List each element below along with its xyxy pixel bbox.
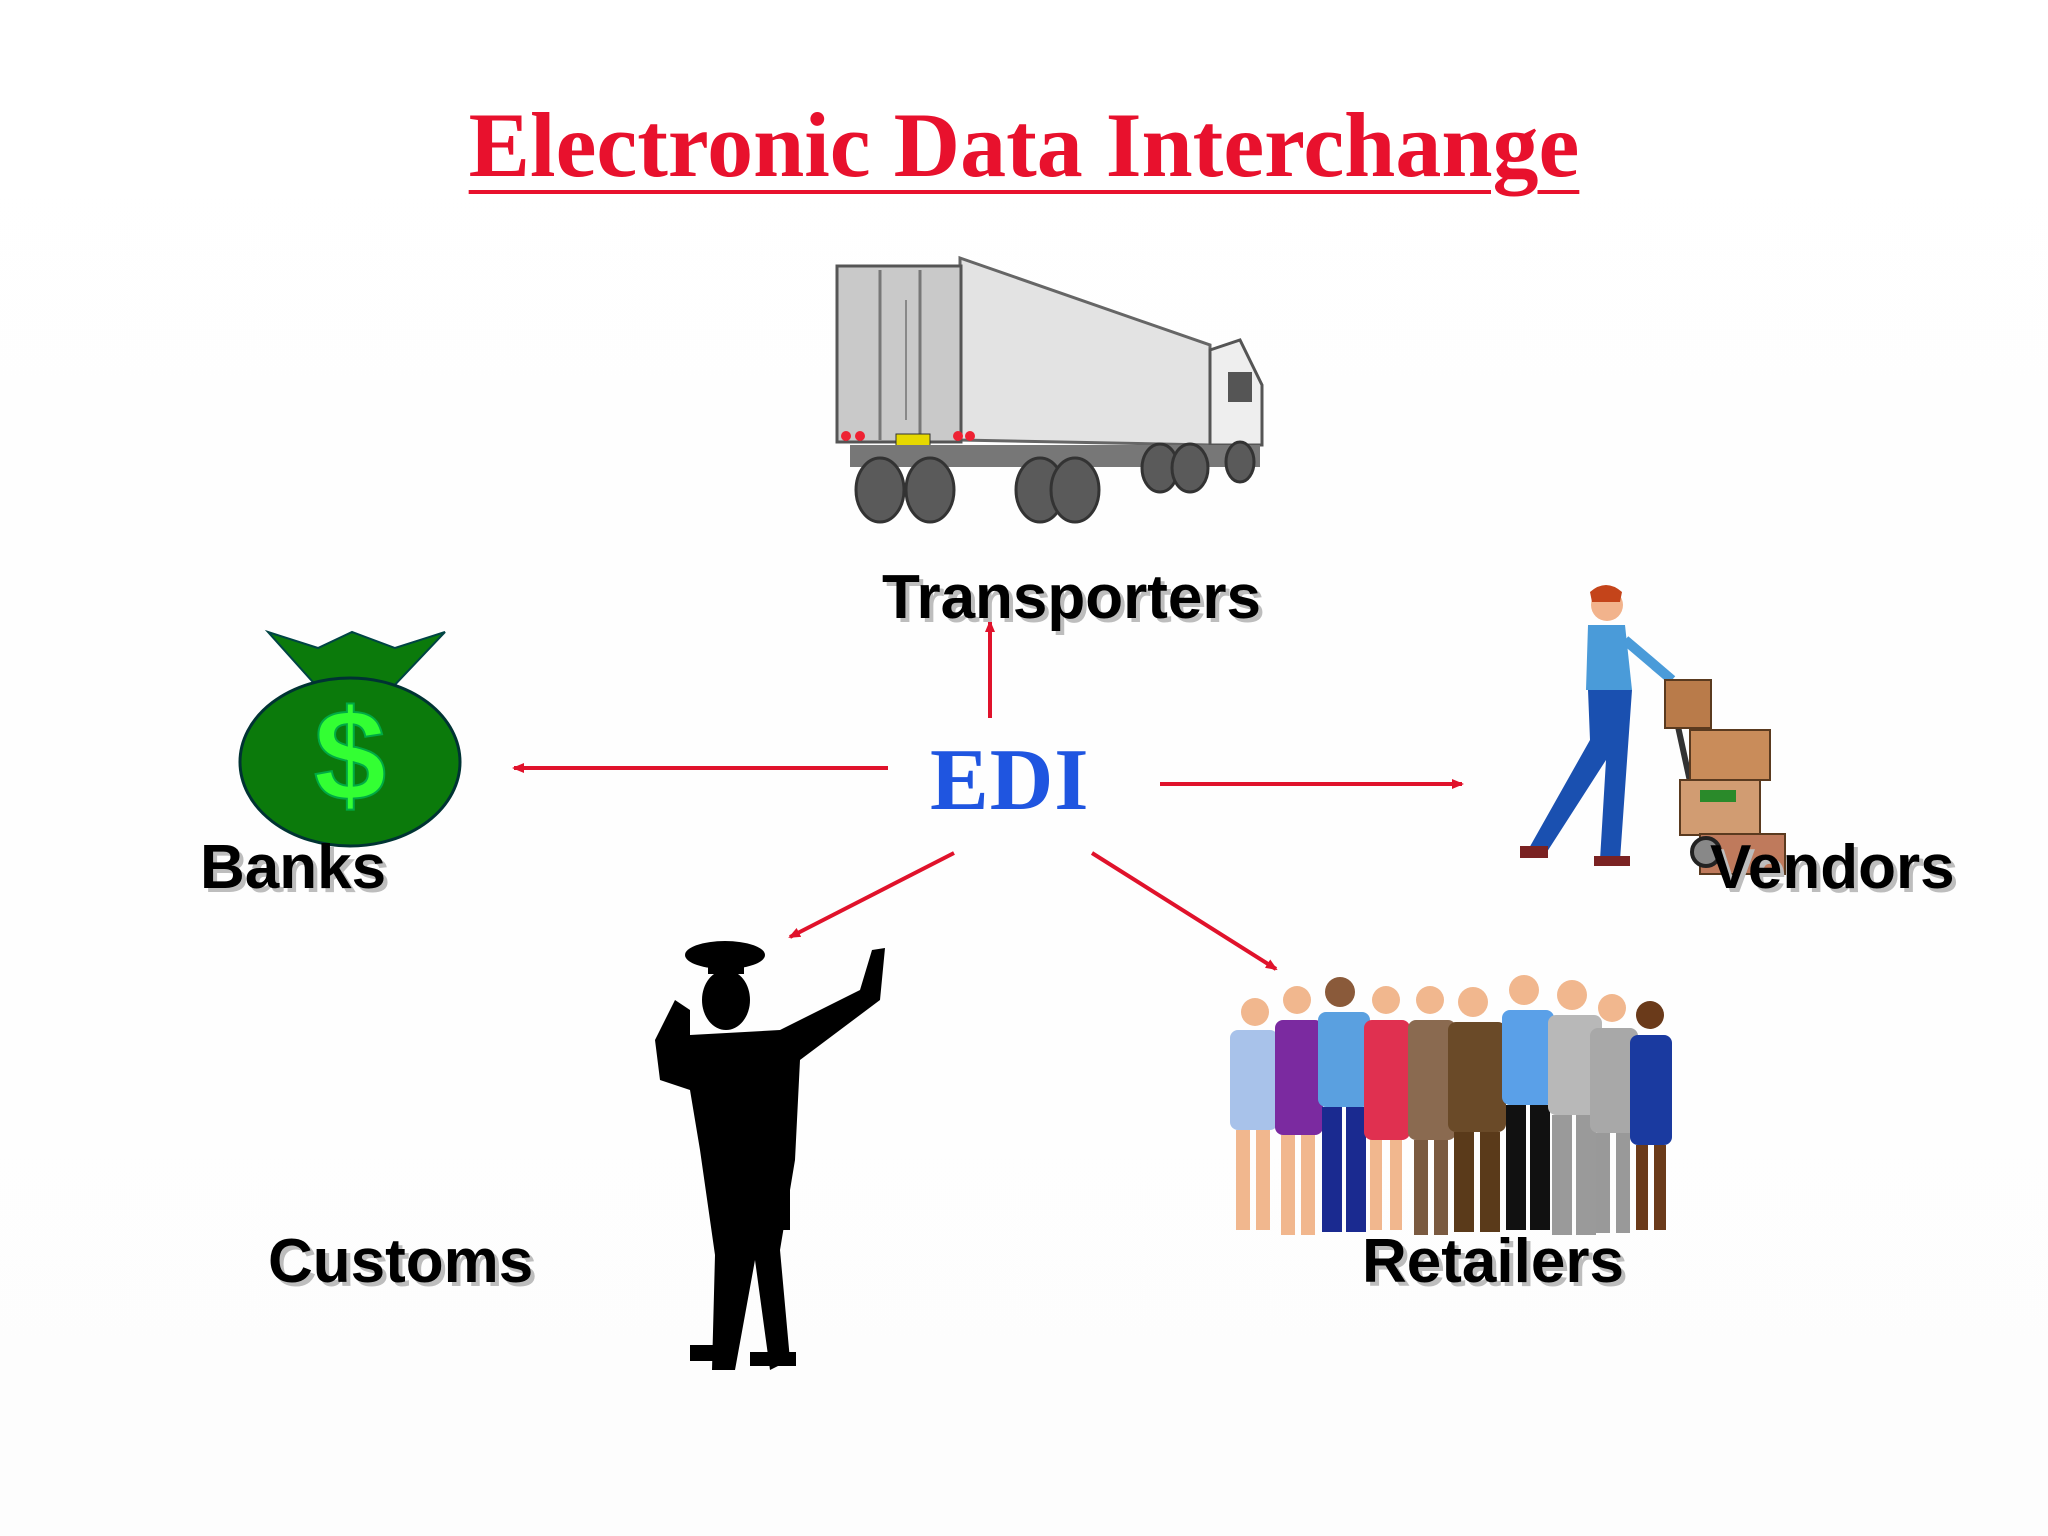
- label-retailers: Retailers: [1362, 1227, 1624, 1296]
- people-group-icon: [1230, 975, 1672, 1235]
- person-8: [1548, 980, 1602, 1235]
- money-bag-icon: $: [238, 629, 462, 848]
- arrow-to-customs: [788, 851, 955, 939]
- person-4: [1364, 986, 1410, 1230]
- person-2: [1275, 986, 1323, 1235]
- police-officer-icon: [655, 941, 885, 1370]
- arrows: [512, 620, 1464, 971]
- person-5: [1408, 986, 1456, 1235]
- label-vendors: Vendors: [1710, 833, 1955, 902]
- label-customs: Customs: [268, 1227, 534, 1296]
- svg-text:$: $: [314, 682, 386, 828]
- person-7: [1502, 975, 1554, 1230]
- person-9: [1590, 994, 1638, 1233]
- delivery-worker-icon: [1520, 585, 1786, 875]
- person-10: [1630, 1001, 1672, 1230]
- person-1: [1230, 998, 1278, 1230]
- person-3: [1318, 977, 1370, 1232]
- center-edi: EDI: [930, 732, 1090, 829]
- truck-icon: [835, 255, 1264, 524]
- person-6: [1448, 987, 1506, 1232]
- arrow-to-retailers: [1090, 851, 1278, 971]
- page-title: Electronic Data Interchange: [468, 94, 1580, 196]
- label-banks: Banks: [200, 833, 387, 902]
- label-transporters: Transporters: [882, 563, 1262, 632]
